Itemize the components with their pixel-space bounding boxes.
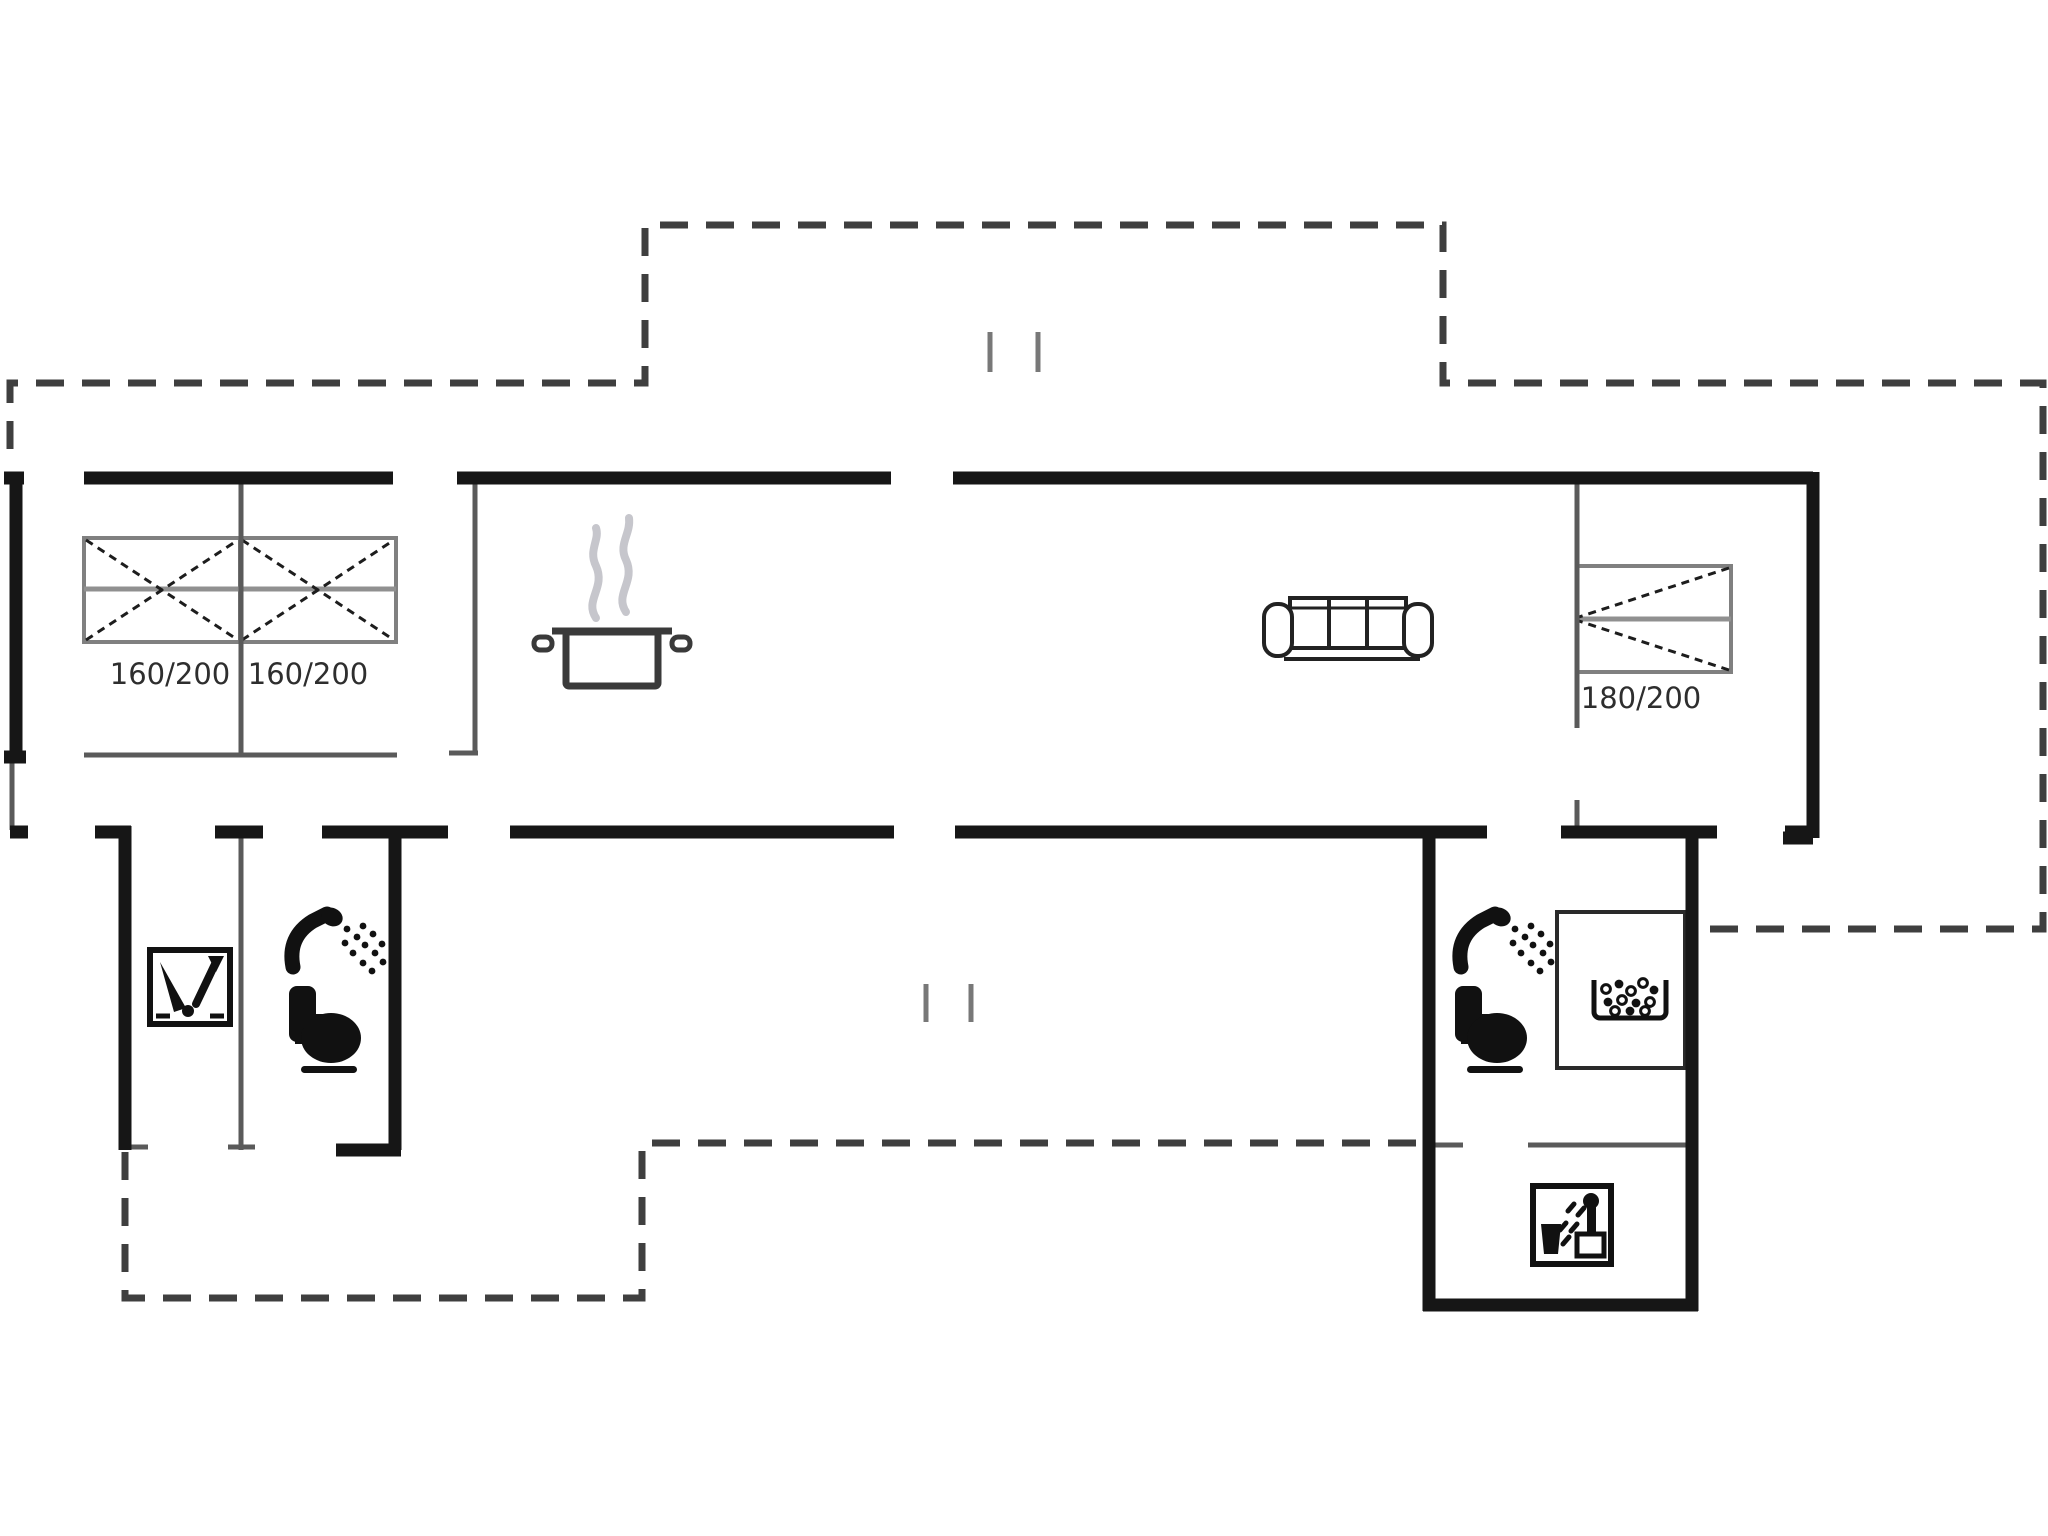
whirlpool-bubbles-icon [1594,979,1666,1018]
sofa-icon [1262,596,1434,661]
interior-thin-walls [9,478,1690,1150]
toilet-icon [289,986,361,1073]
bed-size-label: 160/200 [248,657,368,691]
whirlpool-room [1555,910,1687,1070]
bed-size-label: 180/200 [1581,681,1701,715]
terrace-tick-marks [923,332,1041,1022]
washbasin-icon [150,950,230,1024]
shower-icon [1460,904,1555,974]
double-bed-right [1575,564,1733,674]
bed-size-label: 160/200 [110,657,230,691]
shower-icon [292,904,387,974]
sauna-icon [1533,1186,1611,1264]
exterior-walls [4,471,1820,1312]
toilet-icon [1455,986,1527,1073]
cooking-pot-icon [531,514,693,690]
terrace-dashed-outline [6,221,2047,1302]
